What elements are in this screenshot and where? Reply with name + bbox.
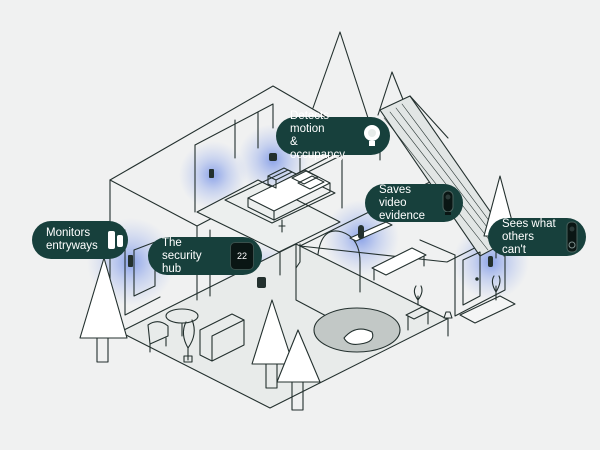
callout-motion: Detects motion & occupancy (276, 110, 390, 161)
doorbell-unit (488, 256, 493, 267)
rug (224, 169, 336, 224)
potted-plant-right (413, 285, 423, 306)
chair (147, 321, 169, 345)
front-step (459, 295, 516, 324)
entry-window (133, 241, 156, 297)
pine-tree-left (79, 257, 128, 339)
video-doorbell-icon (566, 221, 578, 253)
callout-camera-text: Saves video evidence (379, 183, 426, 222)
sofa (199, 313, 245, 362)
arch-wall (295, 230, 361, 319)
installed-devices (128, 153, 493, 288)
bedroom (224, 167, 336, 233)
headboard-plant (278, 219, 286, 233)
motion-sensor-icon (362, 124, 382, 148)
callout-security-hub: The security hub 22 (148, 237, 262, 275)
entry-sensor (128, 255, 133, 267)
porch-plant (491, 275, 501, 301)
callout-doorbell-text: Sees what others can't (502, 217, 556, 256)
callout-camera: Saves video evidence (365, 184, 463, 222)
hub-unit (257, 277, 266, 288)
front-door (462, 251, 481, 306)
living-room (133, 241, 245, 363)
plant-stem (182, 319, 195, 361)
bench (371, 247, 427, 276)
pine-tree-front-2 (276, 329, 321, 383)
pine-tree-back-left (312, 31, 369, 119)
camera-unit (358, 225, 364, 239)
back-trees (312, 31, 405, 119)
bedroom-sensor (209, 169, 214, 178)
pine-tree-front-1 (251, 299, 294, 365)
hub-display-value: 22 (236, 251, 247, 261)
thermostat-hub-icon: 22 (230, 242, 254, 270)
plant-pot (183, 355, 193, 363)
front-trees (79, 175, 517, 411)
porch-lamp (443, 311, 453, 337)
callout-security-hub-text: The security hub (162, 236, 202, 275)
callout-entryways: Monitors entryways (32, 221, 128, 259)
callout-entryways-text: Monitors entryways (46, 227, 98, 252)
callout-doorbell: Sees what others can't (488, 218, 586, 256)
pine-tree-back-right (377, 71, 405, 116)
nightstand (267, 167, 293, 181)
motion-sensor-unit (269, 153, 277, 161)
sleeping-pet (343, 328, 374, 345)
callout-motion-text: Detects motion & occupancy (290, 110, 345, 161)
contact-sensor-icon (106, 229, 126, 251)
indoor-camera-icon (441, 190, 455, 216)
side-table (405, 306, 431, 320)
